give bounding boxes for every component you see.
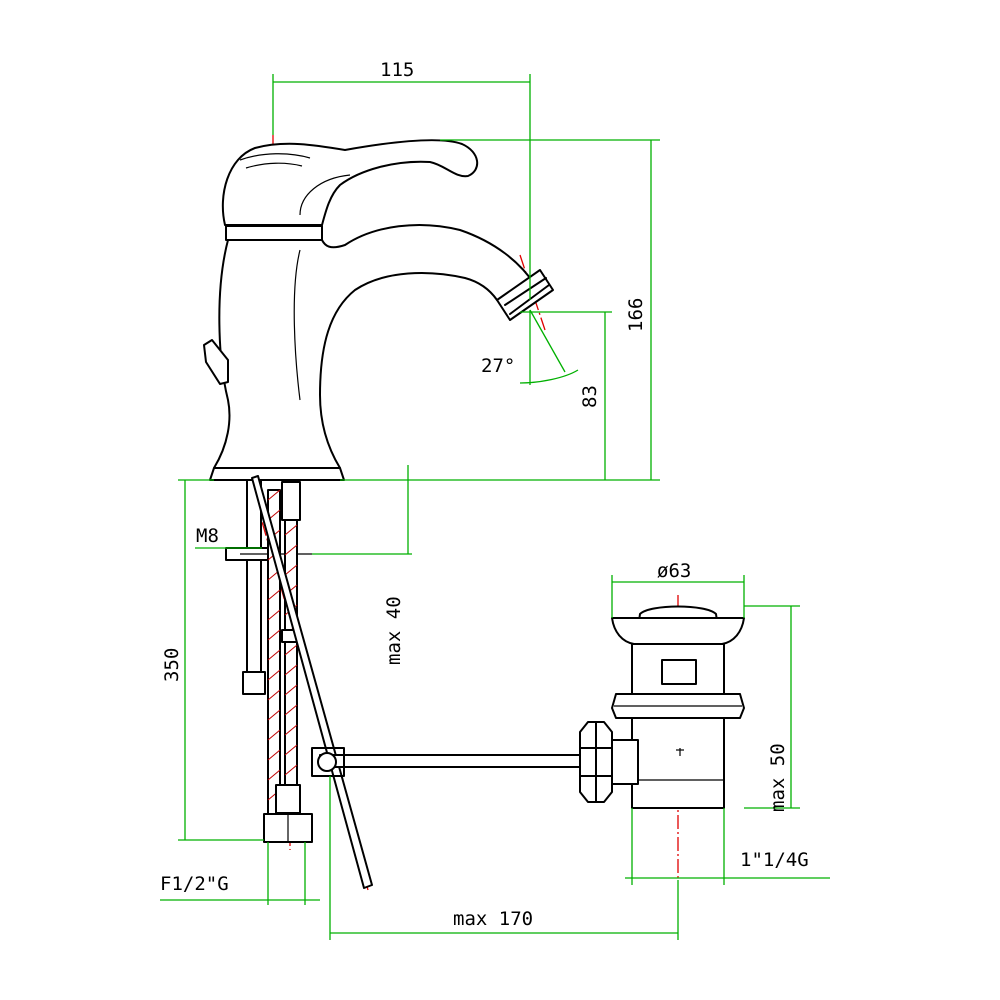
- dimension-lines: [160, 74, 830, 940]
- label-350: 350: [161, 648, 183, 682]
- popup-rod: [251, 475, 373, 889]
- label-thread-waste: 1"1/4G: [740, 849, 809, 871]
- label-83: 83: [579, 385, 601, 408]
- label-diameter-63: ø63: [657, 560, 691, 582]
- stud-nut: [242, 671, 266, 695]
- label-max-50: max 50: [767, 743, 789, 812]
- dimension-labels: 115 166 83 27° M8 max 40 350 ø63 max 50 …: [160, 59, 809, 930]
- faucet-body: [203, 139, 554, 481]
- label-max-170: max 170: [453, 908, 533, 930]
- cap-band: [225, 225, 323, 241]
- linkage-clip: [317, 752, 337, 772]
- popup-knob: [203, 339, 229, 385]
- label-166: 166: [625, 298, 647, 332]
- spout-body: [213, 224, 536, 469]
- drain-flange: [611, 617, 745, 645]
- label-thread-supply: F1/2"G: [160, 873, 229, 895]
- popup-waste: [579, 605, 745, 809]
- label-m8: M8: [196, 525, 219, 547]
- label-angle-27: 27°: [481, 355, 515, 377]
- lever-handle: [221, 139, 478, 226]
- label-max-40: max 40: [383, 596, 405, 665]
- drain-tail: [631, 717, 725, 809]
- label-115: 115: [380, 59, 414, 81]
- hose-ferrule-bottom: [275, 784, 301, 814]
- below-counter: [225, 475, 583, 889]
- base-flange: [209, 467, 345, 481]
- fixing-stud: [246, 479, 262, 676]
- linkage-rod: [319, 754, 583, 768]
- hose-ferrule-top: [281, 481, 301, 521]
